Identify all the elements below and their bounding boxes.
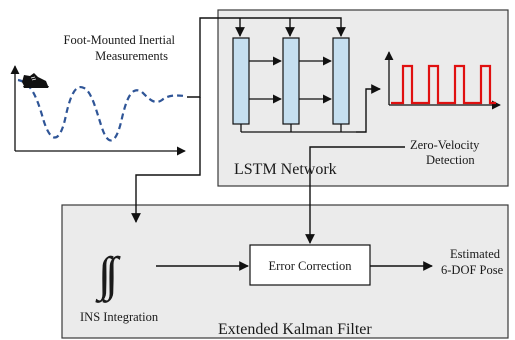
lstm-to-zero-velocity-connector — [356, 84, 381, 133]
zero-velocity-signal — [391, 64, 496, 105]
lstm-cell-1 — [232, 37, 250, 125]
input-label-line2: Measurements — [95, 49, 168, 63]
input-to-ins-connector — [131, 97, 201, 223]
zero-velocity-to-correction-connector — [305, 146, 405, 244]
zero-velocity-label-line1: Zero-Velocity — [410, 138, 480, 152]
input-to-lstm-connector — [187, 17, 346, 98]
output-label-line1: Estimated — [450, 247, 501, 261]
output-label-line2: 6-DOF Pose — [441, 263, 504, 277]
imu-signal-chart — [10, 65, 186, 156]
lstm-label: LSTM Network — [234, 161, 337, 178]
lstm-cell-2 — [282, 37, 300, 125]
imu-wave — [17, 78, 186, 142]
lstm-panel — [217, 9, 509, 187]
sneaker-icon — [22, 73, 49, 88]
error-correction-block — [249, 244, 371, 286]
ins-label: INS Integration — [80, 310, 159, 324]
zero-velocity-label-line2: Detection — [426, 153, 475, 167]
zero-velocity-chart — [384, 51, 501, 110]
ekf-label: Extended Kalman Filter — [218, 321, 372, 338]
error-correction-label: Error Correction — [269, 259, 353, 273]
input-label-line1: Foot-Mounted Inertial — [64, 33, 176, 47]
lstm-cell-3 — [332, 37, 350, 125]
